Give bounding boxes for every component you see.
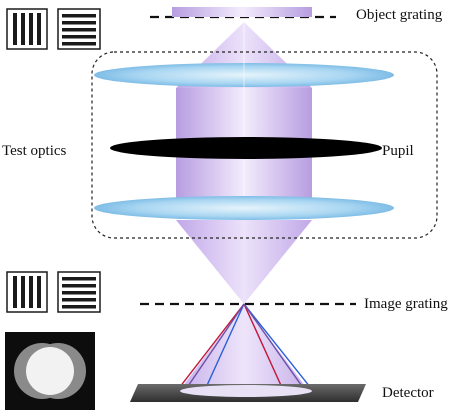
diverging-beam-cone xyxy=(180,304,308,390)
image-grating-label: Image grating xyxy=(364,296,448,312)
object-slab xyxy=(172,7,312,17)
pupil-label: Pupil xyxy=(382,143,414,159)
pupil-stop xyxy=(110,137,382,159)
test-optics-label: Test optics xyxy=(2,143,67,159)
detector-label: Detector xyxy=(382,385,434,401)
vertical-grating-icon xyxy=(6,8,48,50)
object-grating-label: Object grating xyxy=(356,7,443,23)
diffraction-rays xyxy=(175,303,315,393)
shearing-interferogram-thumbnail xyxy=(5,332,95,410)
lower-beam-cone xyxy=(176,220,312,304)
vertical-grating-icon xyxy=(6,271,48,313)
detector-spot xyxy=(180,385,312,397)
horizontal-grating-icon xyxy=(57,271,101,313)
horizontal-grating-icon xyxy=(57,8,101,50)
test-optics-box xyxy=(91,51,438,239)
lens-lower xyxy=(94,196,394,220)
